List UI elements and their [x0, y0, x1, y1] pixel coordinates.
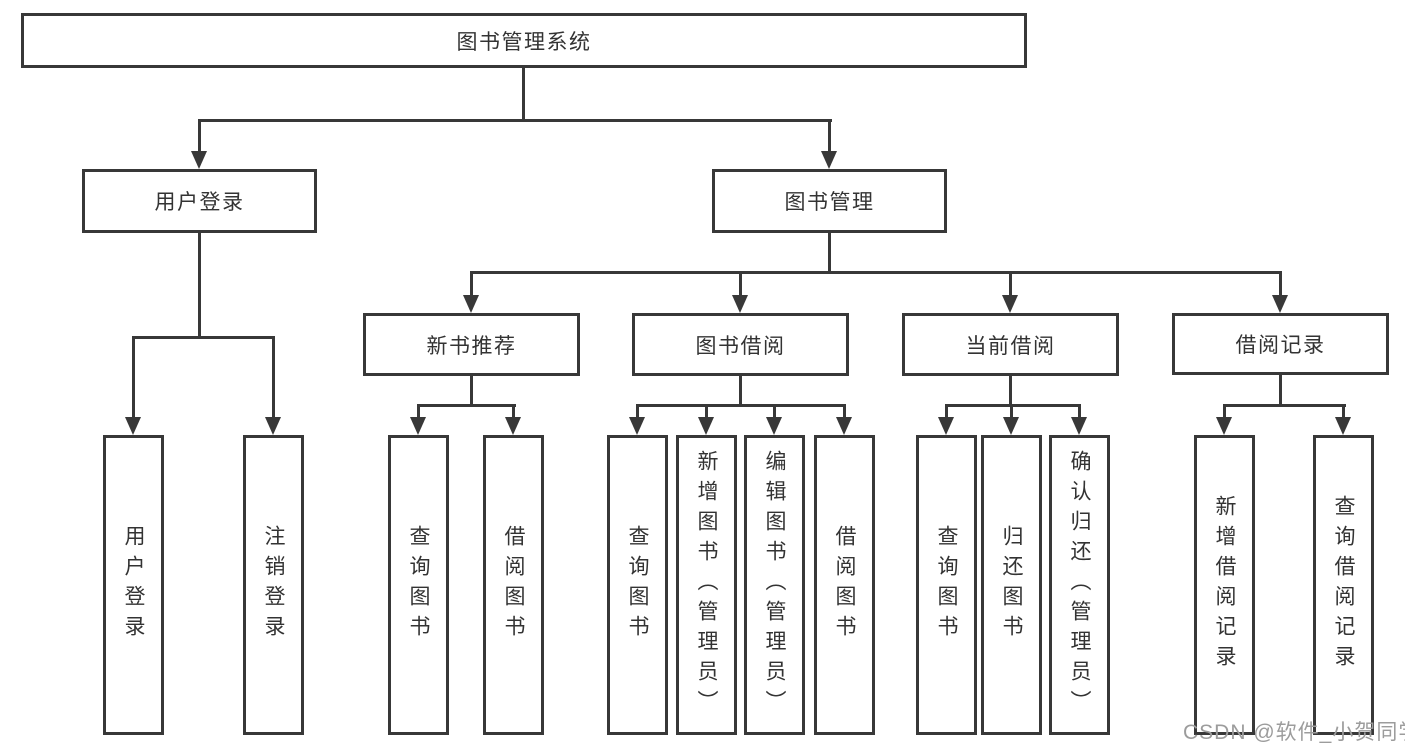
arrow-down-icon	[1002, 295, 1018, 313]
connector-rail-level3	[470, 271, 1282, 274]
leaf-nb-borrow-book: 借阅图书	[483, 435, 544, 735]
leaf-bb-borrow-book-label: 借阅图书	[833, 525, 856, 645]
node-current-borrow: 当前借阅	[902, 313, 1119, 376]
connector-to-book-borrow	[739, 271, 742, 297]
connector-to-leaf-login	[132, 336, 135, 419]
connector-to-leaf-logout	[272, 336, 275, 419]
arrow-down-icon	[698, 417, 714, 435]
node-new-book-rec-label: 新书推荐	[426, 334, 517, 358]
connector-to-current-borrow	[1009, 271, 1012, 297]
leaf-br-add-record-label: 新增借阅记录	[1213, 495, 1236, 675]
leaf-user-login-label: 用户登录	[122, 525, 145, 645]
arrow-down-icon	[836, 417, 852, 435]
arrow-down-icon	[766, 417, 782, 435]
connector-rail-user-login	[132, 336, 275, 339]
connector-to-leaf	[945, 404, 948, 419]
leaf-bb-borrow-book: 借阅图书	[814, 435, 875, 735]
arrow-down-icon	[505, 417, 521, 435]
leaf-bb-query-book: 查询图书	[607, 435, 668, 735]
connector-to-book-mgmt	[828, 119, 831, 155]
connector-root-stub	[522, 66, 525, 122]
leaf-nb-borrow-book-label: 借阅图书	[502, 525, 525, 645]
leaf-user-login: 用户登录	[103, 435, 164, 735]
arrow-down-icon	[1272, 295, 1288, 313]
leaf-cb-query-book: 查询图书	[916, 435, 977, 735]
arrow-down-icon	[1216, 417, 1232, 435]
connector-book-borrow-stub	[739, 374, 742, 406]
node-borrow-record: 借阅记录	[1172, 313, 1389, 375]
leaf-cb-query-book-label: 查询图书	[935, 525, 958, 645]
leaf-cb-confirm-return: 确认归还（管理员）	[1049, 435, 1110, 735]
connector-rail-book-borrow	[636, 404, 846, 407]
leaf-nb-query-book: 查询图书	[388, 435, 449, 735]
connector-to-leaf	[636, 404, 639, 419]
arrow-down-icon	[938, 417, 954, 435]
node-book-mgmt: 图书管理	[712, 169, 947, 233]
connector-to-leaf	[1342, 404, 1345, 419]
arrow-down-icon	[1071, 417, 1087, 435]
connector-to-leaf	[1010, 404, 1013, 419]
node-new-book-rec: 新书推荐	[363, 313, 580, 376]
connector-to-leaf	[705, 404, 708, 419]
connector-user-login-stub	[198, 231, 201, 338]
leaf-br-add-record: 新增借阅记录	[1194, 435, 1255, 735]
leaf-nb-query-book-label: 查询图书	[407, 525, 430, 645]
leaf-br-query-record-label: 查询借阅记录	[1332, 495, 1355, 675]
leaf-cb-return-book: 归还图书	[981, 435, 1042, 735]
connector-book-mgmt-stub	[828, 231, 831, 274]
watermark: CSDN @软件_小贺同学	[1183, 721, 1405, 744]
connector-to-leaf	[1078, 404, 1081, 419]
leaf-cb-confirm-return-label: 确认归还（管理员）	[1068, 450, 1091, 720]
node-root: 图书管理系统	[21, 13, 1027, 68]
node-book-mgmt-label: 图书管理	[784, 191, 875, 214]
node-borrow-record-label: 借阅记录	[1235, 334, 1326, 357]
leaf-br-query-record: 查询借阅记录	[1313, 435, 1374, 735]
connector-to-new-book-rec	[470, 271, 473, 297]
connector-rail-level2	[198, 119, 832, 122]
connector-to-leaf	[843, 404, 846, 419]
arrow-down-icon	[265, 417, 281, 435]
connector-to-leaf	[417, 404, 420, 419]
connector-to-user-login	[198, 119, 201, 155]
leaf-bb-query-book-label: 查询图书	[626, 525, 649, 645]
connector-to-leaf	[512, 404, 515, 419]
leaf-bb-edit-book: 编辑图书（管理员）	[744, 435, 805, 735]
connector-new-book-stub	[470, 374, 473, 406]
arrow-down-icon	[821, 151, 837, 169]
arrow-down-icon	[629, 417, 645, 435]
node-root-label: 图书管理系统	[456, 30, 592, 54]
arrow-down-icon	[1003, 417, 1019, 435]
leaf-logout: 注销登录	[243, 435, 304, 735]
arrow-down-icon	[191, 151, 207, 169]
connector-rail-record	[1223, 404, 1346, 407]
connector-record-stub	[1279, 373, 1282, 406]
arrow-down-icon	[1335, 417, 1351, 435]
connector-rail-current	[945, 404, 1081, 407]
connector-to-leaf	[1223, 404, 1226, 419]
connector-current-stub	[1009, 374, 1012, 406]
arrow-down-icon	[125, 417, 141, 435]
leaf-logout-label: 注销登录	[262, 525, 285, 645]
connector-to-leaf	[773, 404, 776, 419]
leaf-bb-edit-book-label: 编辑图书（管理员）	[763, 450, 786, 720]
node-current-borrow-label: 当前借阅	[965, 334, 1056, 358]
leaf-cb-return-book-label: 归还图书	[1000, 525, 1023, 645]
node-book-borrow-label: 图书借阅	[695, 334, 786, 358]
node-user-login-label: 用户登录	[154, 191, 245, 214]
arrow-down-icon	[732, 295, 748, 313]
arrow-down-icon	[410, 417, 426, 435]
node-book-borrow: 图书借阅	[632, 313, 849, 376]
connector-rail-new-book	[417, 404, 516, 407]
leaf-bb-add-book-label: 新增图书（管理员）	[695, 450, 718, 720]
arrow-down-icon	[463, 295, 479, 313]
connector-to-borrow-record	[1279, 271, 1282, 297]
node-user-login: 用户登录	[82, 169, 317, 233]
leaf-bb-add-book: 新增图书（管理员）	[676, 435, 737, 735]
